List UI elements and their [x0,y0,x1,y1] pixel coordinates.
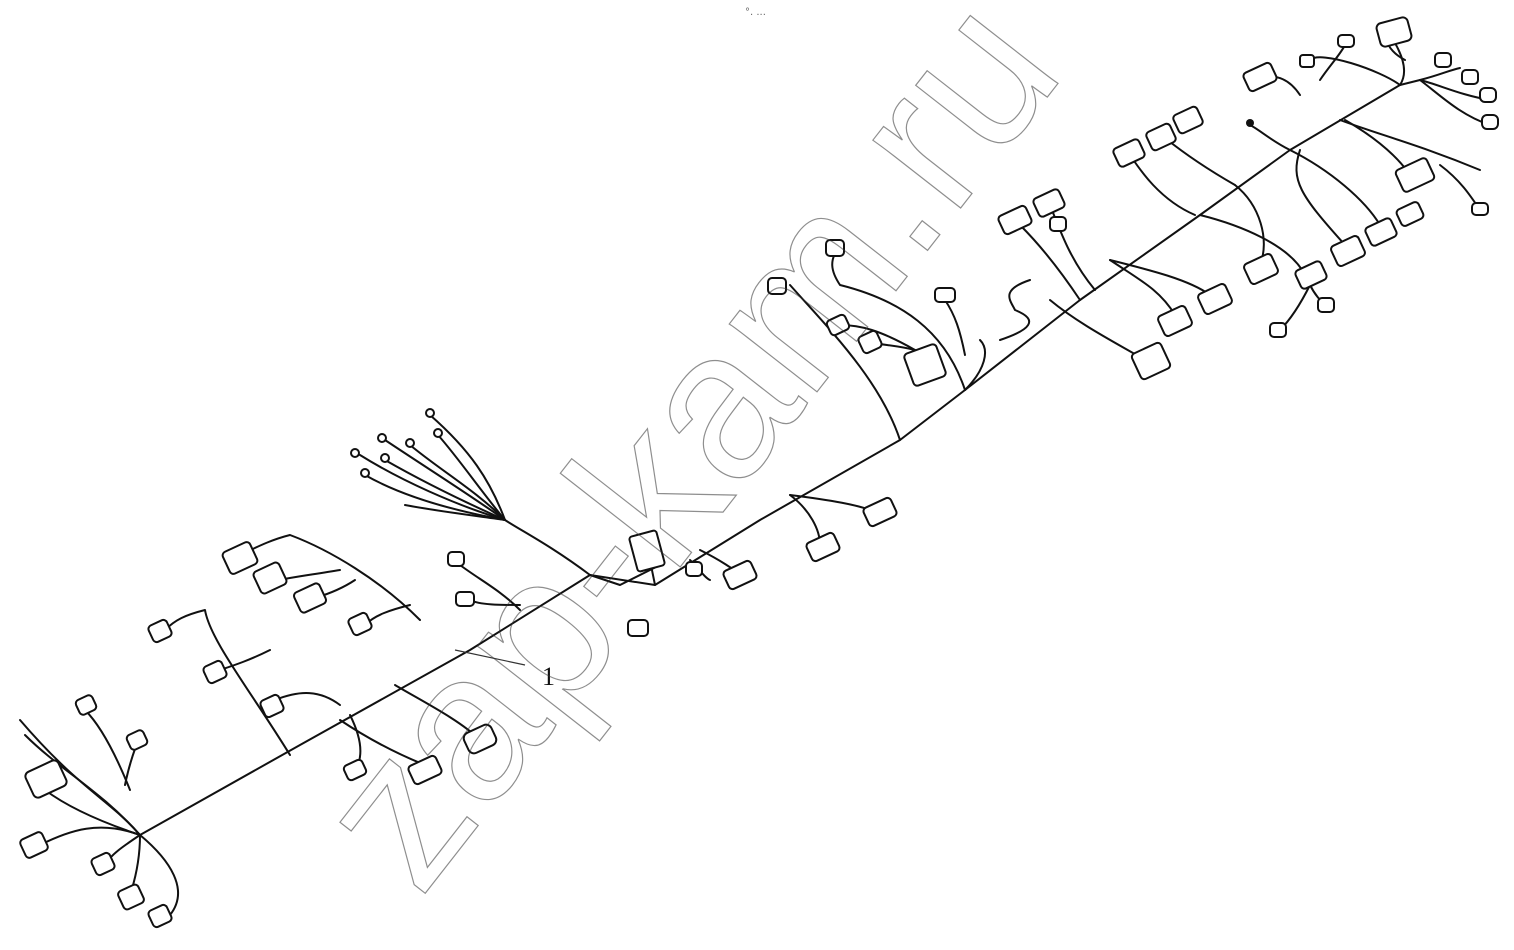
connector-center-a [627,619,649,637]
connector-ll-b [202,659,228,685]
connector-mid-large [903,343,947,387]
connector-mid-d [825,239,845,257]
connector-right-m [1395,201,1425,227]
connector-right-y [1269,322,1287,338]
connector-center-e [862,496,898,528]
connector-right-v [1299,54,1315,68]
connector-right-t [1481,114,1499,130]
connector-center-c [722,559,758,591]
connector-right-w [1471,202,1489,216]
connector-right-h [1172,105,1204,135]
callout-label-1: 1 [542,662,555,691]
connector-left-d [147,903,173,929]
connector-mid-b [857,329,883,355]
connector-ll-a [147,618,173,644]
watermark: zap-kam.ru [270,0,1102,928]
connector-right-k [1330,235,1366,267]
connector-left-e [74,694,98,716]
connector-ll-c [259,693,285,719]
connector-right-d [1157,305,1193,337]
terminal-fan [350,408,506,521]
connector-right-s [1479,87,1497,103]
connector-right-p [1375,16,1413,48]
connector-mid-a [825,313,851,337]
connector-ll-e [407,754,443,786]
connector-left-c [117,883,145,911]
connector-right-q [1434,52,1452,68]
connector-ul-d [347,611,373,637]
connector-center-d [805,531,841,563]
connector-right-x [1317,297,1335,313]
connector-right-g [1145,122,1177,152]
connector-right-r [1461,69,1479,85]
connector-ul-c [292,582,328,614]
connector-right-c [1130,341,1172,381]
connector-ll-d [342,758,368,782]
connector-right-i [1243,253,1279,285]
connector-right-n [1394,157,1436,193]
ring-terminal [1246,119,1254,127]
header-mark: °. ... [745,7,766,18]
callout-leader [454,649,526,666]
connector-right-f [1112,138,1146,168]
connectors [19,16,1499,929]
connector-right-a [997,204,1033,236]
connector-left-f [125,729,149,751]
connector-mid-e [934,287,956,303]
connector-right-o [1242,61,1278,93]
connector-right-z [1049,216,1067,232]
connector-ul-f [455,591,475,607]
connector-right-u [1337,34,1355,48]
connector-ul-e [447,551,465,567]
connector-center-b [685,561,703,577]
connector-right-j [1294,260,1328,290]
connector-right-l [1364,217,1398,247]
left-end-branches [19,709,180,916]
connector-right-b [1032,188,1066,218]
connector-center-block [628,529,666,573]
connector-ll-f [462,723,498,755]
connector-right-e [1197,283,1233,315]
connector-left-large [24,759,68,799]
connector-left-b [90,851,116,877]
connector-left-a [19,831,49,859]
connector-ul-a [221,541,259,575]
connector-ul-b [252,561,288,595]
connector-mid-c [767,277,787,295]
